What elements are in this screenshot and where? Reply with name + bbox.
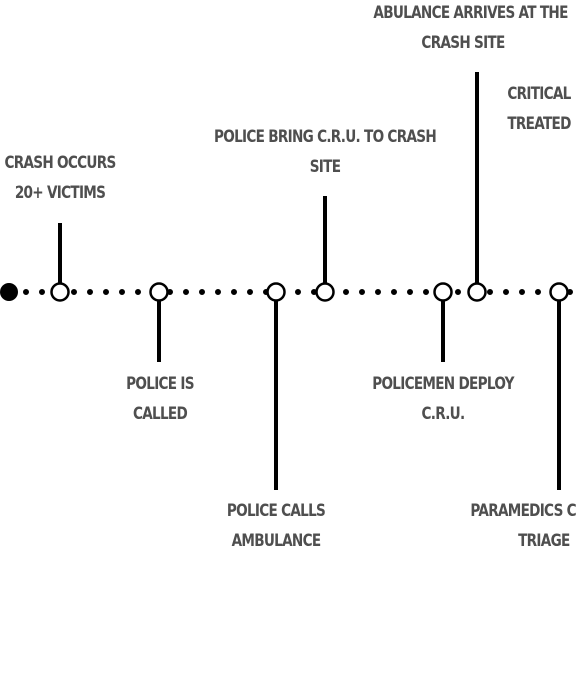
label-policemen-deploy-cru-line-1: POLICEMEN DEPLOY [372, 374, 514, 394]
label-crash-line-1: CRASH OCCURS [4, 153, 116, 173]
label-crash: CRASH OCCURS 20+ VICTIMS [0, 148, 124, 208]
label-critical-treated-line-2: TREATED [507, 114, 571, 134]
label-policemen-deploy-cru: POLICEMEN DEPLOY C.R.U. [363, 369, 523, 429]
label-police-calls-ambulance: POLICE CALLS AMBULANCE [196, 496, 356, 556]
node-police-calls-ambulance [266, 282, 286, 302]
timeline-start-dot [0, 283, 18, 301]
node-police-bring-cru [315, 282, 335, 302]
label-police-bring-cru-line-2: SITE [309, 157, 341, 177]
label-ambulance-arrives: ABULANCE ARRIVES AT THE CRASH SITE [373, 0, 568, 58]
label-ambulance-arrives-line-2: CRASH SITE [421, 33, 505, 53]
label-ambulance-arrives-line-1: ABULANCE ARRIVES AT THE [373, 3, 568, 23]
label-critical-treated-line-1: CRITICAL [507, 84, 571, 104]
label-police-called-line-1: POLICE IS [126, 374, 194, 394]
label-police-called-line-2: CALLED [132, 404, 188, 424]
label-policemen-deploy-cru-line-2: C.R.U. [421, 404, 466, 424]
label-police-bring-cru: POLICE BRING C.R.U. TO CRASH SITE [205, 122, 445, 182]
node-crash [50, 282, 70, 302]
node-ambulance-arrives [467, 282, 487, 302]
node-policemen-deploy-cru [433, 282, 453, 302]
label-critical-treated: CRITICAL TREATED [501, 79, 576, 139]
label-police-calls-ambulance-line-1: POLICE CALLS [226, 501, 326, 521]
node-paramedics-triage [549, 282, 569, 302]
label-paramedics-triage: PARAMEDICS C TRIAGE [470, 496, 576, 556]
label-paramedics-triage-line-2: TRIAGE [518, 531, 570, 551]
label-police-calls-ambulance-line-2: AMBULANCE [231, 531, 322, 551]
label-paramedics-triage-line-1: PARAMEDICS C [470, 501, 576, 521]
label-police-bring-cru-line-1: POLICE BRING C.R.U. TO CRASH [214, 127, 437, 147]
label-police-called: POLICE IS CALLED [96, 369, 224, 429]
label-crash-line-2: 20+ VICTIMS [14, 183, 106, 203]
node-police-called [149, 282, 169, 302]
